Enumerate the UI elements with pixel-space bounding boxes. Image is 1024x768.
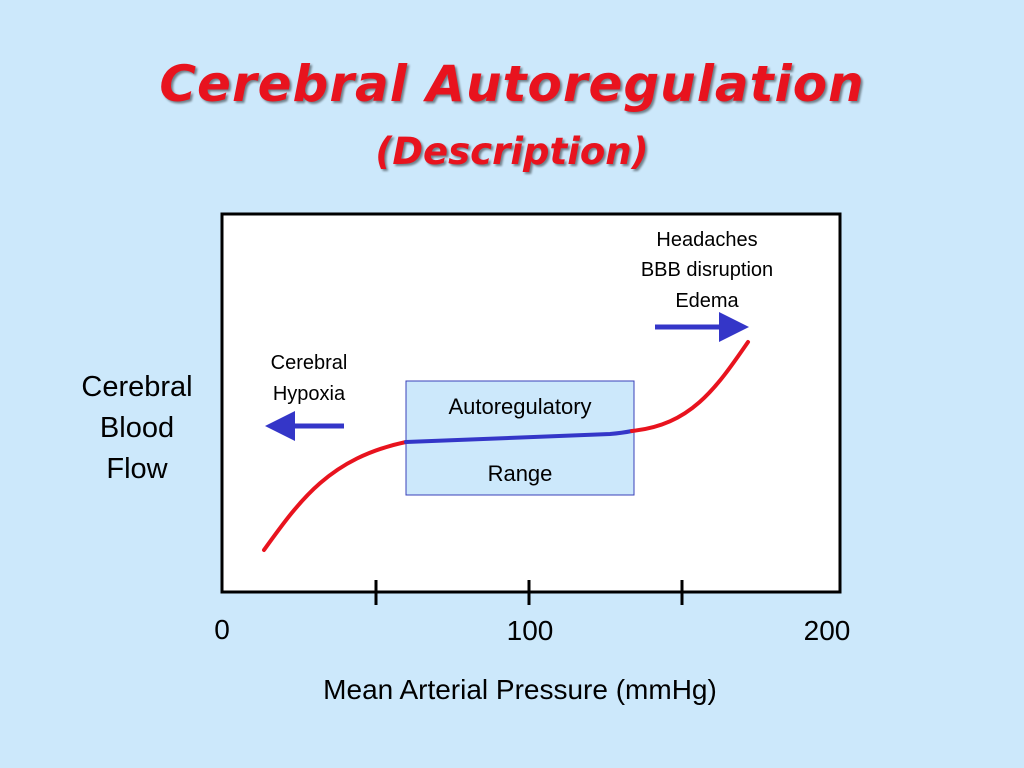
slide-title: Cerebral Autoregulation [159,55,865,113]
hypoxia-annotation-line-1: Cerebral [271,352,348,374]
slide-subtitle: (Description) [375,130,649,173]
high-pressure-annotation-line-3: Edema [675,290,739,312]
y-axis-label-line: Cerebral [81,371,193,403]
high-pressure-annotation-line-1: Headaches [656,229,757,251]
y-axis-label: Cerebral Blood Flow [62,367,212,490]
curve-high-pressure-segment [630,340,750,433]
range-box-top-label: Autoregulatory [448,394,591,419]
curve-low-pressure-segment [262,440,408,552]
x-axis-label: Mean Arterial Pressure (mmHg) [323,674,717,705]
curve-plateau-segment [404,429,634,444]
x-tick-label: 100 [506,615,554,646]
hypoxia-annotation-line-2: Hypoxia [273,383,346,405]
y-axis-label-line: Blood [99,412,175,444]
range-box-bottom-label: Range [488,461,553,486]
y-axis-label-line: Flow [106,453,168,485]
x-tick-label: 0 [214,614,230,645]
plot-frame [220,212,842,594]
high-pressure-annotation-line-2: BBB disruption [641,259,773,281]
x-tick-label: 200 [803,615,851,646]
